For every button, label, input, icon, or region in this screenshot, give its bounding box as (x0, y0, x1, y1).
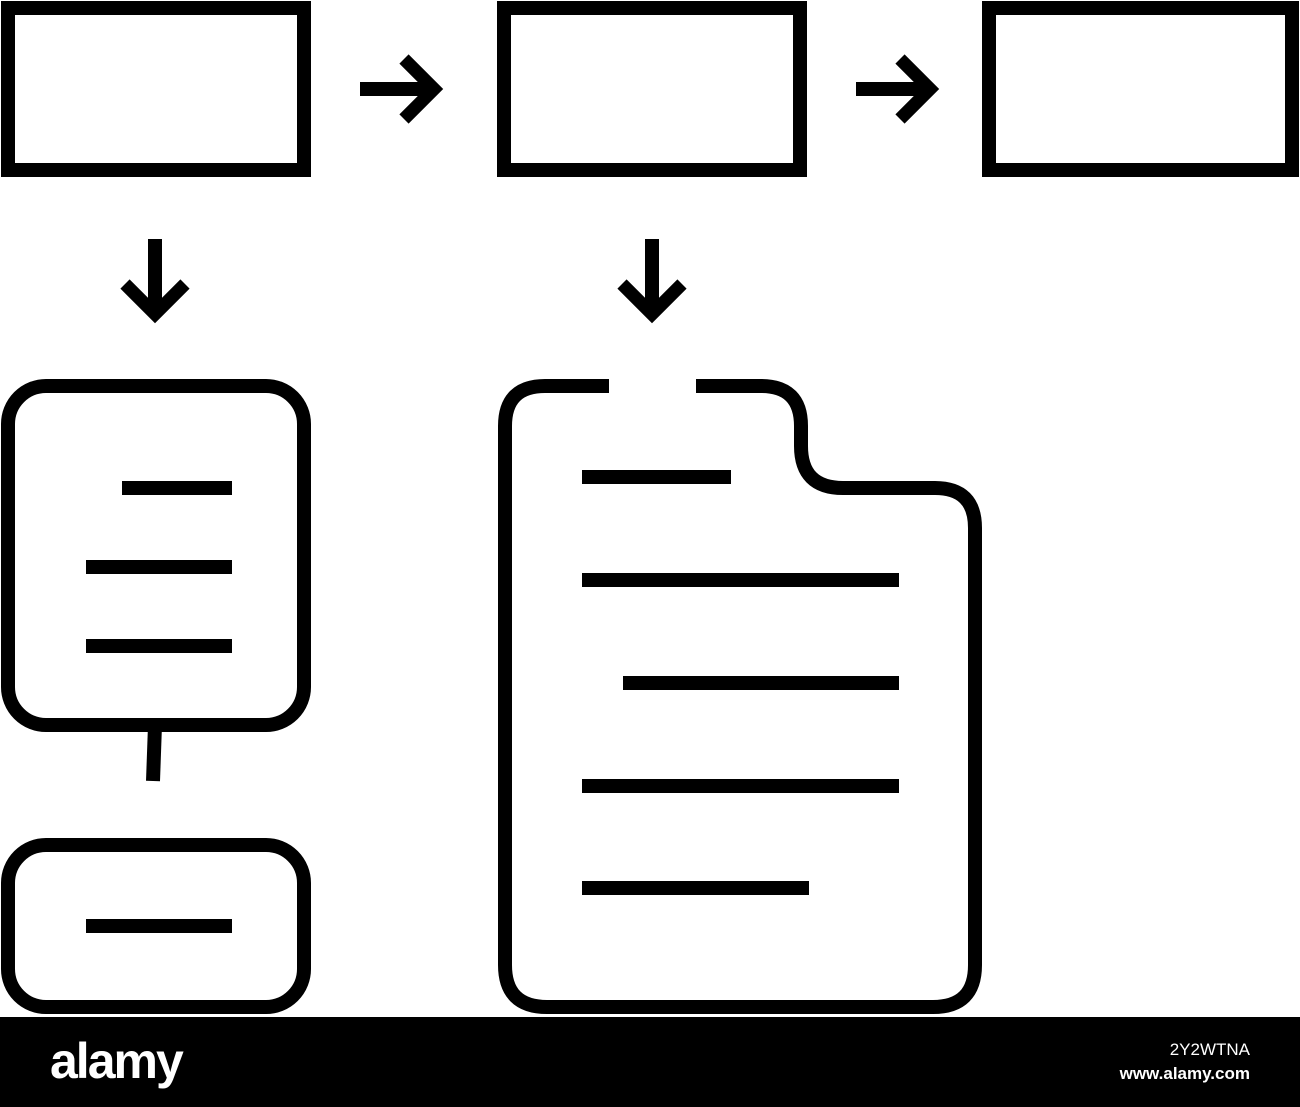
process-box-3 (982, 1, 1299, 177)
arrow-right-icon (360, 54, 444, 124)
arrow-down-icon (617, 239, 687, 324)
stock-id: 2Y2WTNA (1169, 1040, 1250, 1059)
process-box-1 (1, 1, 311, 177)
summary-card (1, 838, 311, 1014)
watermark-footer: alamy 2Y2WTNA www.alamy.com (0, 1017, 1300, 1107)
document-icon (1, 379, 311, 732)
arrow-down-icon (120, 239, 190, 324)
brand-logo: alamy (50, 1033, 184, 1089)
workflow-diagram (1, 1, 1299, 1014)
arrow-right-icon (856, 54, 940, 124)
connector-line (146, 724, 162, 782)
folded-corner-document-icon (498, 379, 982, 1014)
process-box-2 (497, 1, 807, 177)
site-url: www.alamy.com (1119, 1064, 1250, 1083)
